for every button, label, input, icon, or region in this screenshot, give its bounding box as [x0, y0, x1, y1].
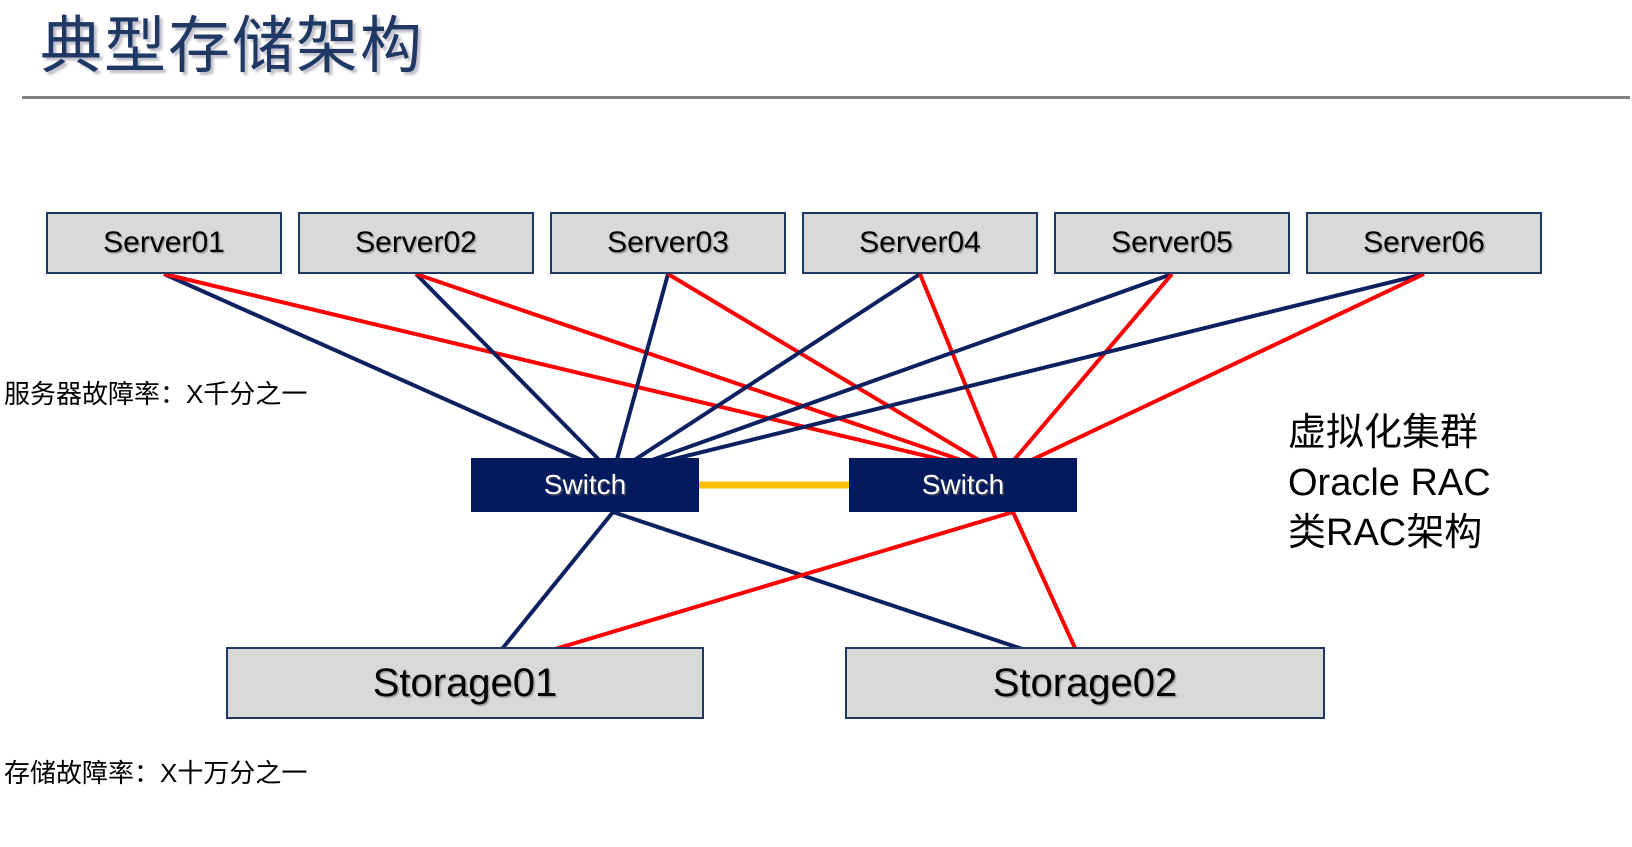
switch-box-label: Switch [543, 469, 627, 500]
server-box-label: Server06 [1363, 226, 1485, 259]
server-box-label: Server02 [355, 226, 477, 259]
server-box-3[interactable]: Server03 [550, 212, 786, 274]
cluster-note: 虚拟化集群 Oracle RAC 类RAC架构 [1288, 408, 1491, 558]
switch-box-label: Switch [921, 469, 1005, 500]
cluster-note-line-2: Oracle RAC [1288, 462, 1491, 504]
server-box-4[interactable]: Server04 [802, 212, 1038, 274]
link-server2-switch2 [415, 272, 1003, 476]
note-server-failure-rate: 服务器故障率：X千分之一 [4, 379, 308, 409]
server-box-label: Server05 [1111, 226, 1233, 259]
link-switch1-storage2 [612, 510, 1086, 672]
link-server6-switch1 [612, 272, 1425, 476]
cluster-note-line-3: 类RAC架构 [1288, 512, 1483, 554]
server-box-label: Server03 [607, 226, 729, 259]
link-switch2-storage2 [1011, 511, 1087, 671]
link-server5-switch1 [612, 272, 1173, 476]
server-box-1[interactable]: Server01 [46, 212, 282, 274]
link-server3-switch1 [611, 273, 670, 475]
link-server3-switch2 [666, 272, 1004, 476]
server-box-6[interactable]: Server06 [1306, 212, 1542, 274]
storage-box-1[interactable]: Storage01 [226, 647, 704, 719]
storage-box-label: Storage01 [372, 660, 558, 705]
link-server4-switch2 [918, 273, 1004, 475]
cluster-note-line-1: 虚拟化集群 [1288, 412, 1479, 454]
storage-box-2[interactable]: Storage02 [845, 647, 1325, 719]
link-switch2-storage1 [484, 510, 1014, 672]
title-divider [22, 96, 1630, 99]
server-box-label: Server01 [103, 226, 225, 259]
note-storage-failure-rate: 存储故障率：X十万分之一 [4, 758, 308, 788]
storage-box-label: Storage02 [992, 660, 1178, 705]
link-server1-switch2 [163, 272, 1003, 476]
link-switch1-storage1 [483, 510, 615, 672]
server-box-label: Server04 [859, 226, 981, 259]
link-server6-switch2 [1001, 272, 1425, 476]
server-box-5[interactable]: Server05 [1054, 212, 1290, 274]
link-server2-switch1 [414, 272, 615, 476]
server-box-2[interactable]: Server02 [298, 212, 534, 274]
switch-box-2[interactable]: Switch [849, 458, 1077, 512]
switch-box-1[interactable]: Switch [471, 458, 699, 512]
link-server4-switch1 [611, 272, 922, 476]
link-server1-switch1 [163, 272, 614, 476]
link-server5-switch2 [1000, 272, 1174, 476]
page-title: 典型存储架构 [40, 12, 425, 81]
